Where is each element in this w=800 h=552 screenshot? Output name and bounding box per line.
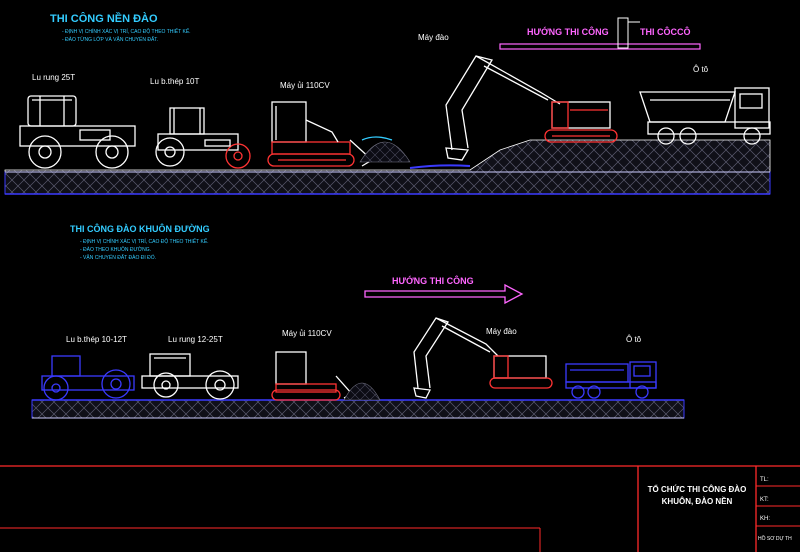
dozer-blade-arc-1 — [361, 136, 393, 141]
label-roller-25t: Lu rung 25T — [32, 73, 75, 82]
vibratory-roller-1 — [19, 95, 136, 169]
direction-label-2: HƯỚNG THI CÔNG — [392, 275, 474, 286]
label-steel-roller-10t: Lu b.thép 10T — [150, 77, 199, 86]
excavator-2 — [413, 317, 553, 399]
section2-note-3: - VẬN CHUYỂN ĐẤT ĐÀO ĐI ĐỔ. — [80, 254, 156, 261]
section1-title: THI CÔNG NỀN ĐÀO — [50, 12, 158, 25]
section1-note-1: - ĐỊNH VỊ CHÍNH XÁC VỊ TRÍ, CAO ĐỘ THEO … — [62, 28, 191, 35]
label-dozer-1: Máy ủi 110CV — [280, 81, 330, 90]
ground-profile-2 — [31, 399, 685, 419]
title-row-4: HỒ SƠ DỰ TH — [758, 535, 792, 542]
label-dozer-2: Máy ủi 110CV — [282, 329, 332, 338]
soil-pile-2 — [343, 382, 381, 401]
section2-title: THI CÔNG ĐÀO KHUÔN ĐƯỜNG — [70, 223, 210, 234]
label-truck-2: Ô tô — [626, 335, 642, 344]
title-row-3: KH: — [760, 516, 770, 522]
excavator-1 — [445, 55, 618, 161]
section2-note-2: - ĐÀO THEO KHUÔN ĐƯỜNG. — [80, 246, 151, 253]
label-excavator-2: Máy đào — [486, 327, 517, 336]
title-block: TỔ CHỨC THI CÔNG ĐÀO KHUÔN, ĐÀO NỀN TL: … — [0, 465, 800, 552]
title-row-2: KT: — [760, 497, 769, 503]
steel-roller-2 — [41, 355, 135, 401]
section2-note-1: - ĐỊNH VỊ CHÍNH XÁC VỊ TRÍ, CAO ĐỘ THEO … — [80, 238, 209, 245]
title-row-1: TL: — [760, 477, 769, 483]
title-line-2: KHUÔN, ĐÀO NỀN — [662, 496, 733, 506]
direction-arrow-1: HƯỚNG THI CÔNG THI CÔCCÔ — [499, 17, 701, 50]
label-steel-roller-10-12t: Lu b.thép 10-12T — [66, 335, 127, 344]
direction-label-1: HƯỚNG THI CÔNG — [527, 26, 609, 37]
label-excavator-1: Máy đào — [418, 33, 449, 42]
dump-truck-1 — [639, 87, 771, 145]
title-line-1: TỔ CHỨC THI CÔNG ĐÀO — [648, 485, 747, 494]
label-roller-12-25t: Lu rung 12-25T — [168, 335, 223, 344]
label-truck-1: Ô tô — [693, 65, 709, 74]
dump-truck-2 — [565, 361, 657, 399]
ground-profile-1 — [4, 139, 771, 195]
bulldozer-2 — [271, 351, 354, 401]
direction-label-1b: THI CÔCCÔ — [640, 26, 691, 37]
direction-arrow-2: HƯỚNG THI CÔNG — [364, 275, 524, 305]
vibratory-roller-2 — [141, 353, 239, 400]
soil-pile-1 — [359, 141, 411, 163]
bulldozer-1 — [267, 101, 374, 167]
section1-note-2: - ĐÀO TỪNG LỚP VÀ VẬN CHUYỂN ĐẤT. — [62, 36, 158, 43]
steel-roller-1 — [155, 107, 251, 169]
